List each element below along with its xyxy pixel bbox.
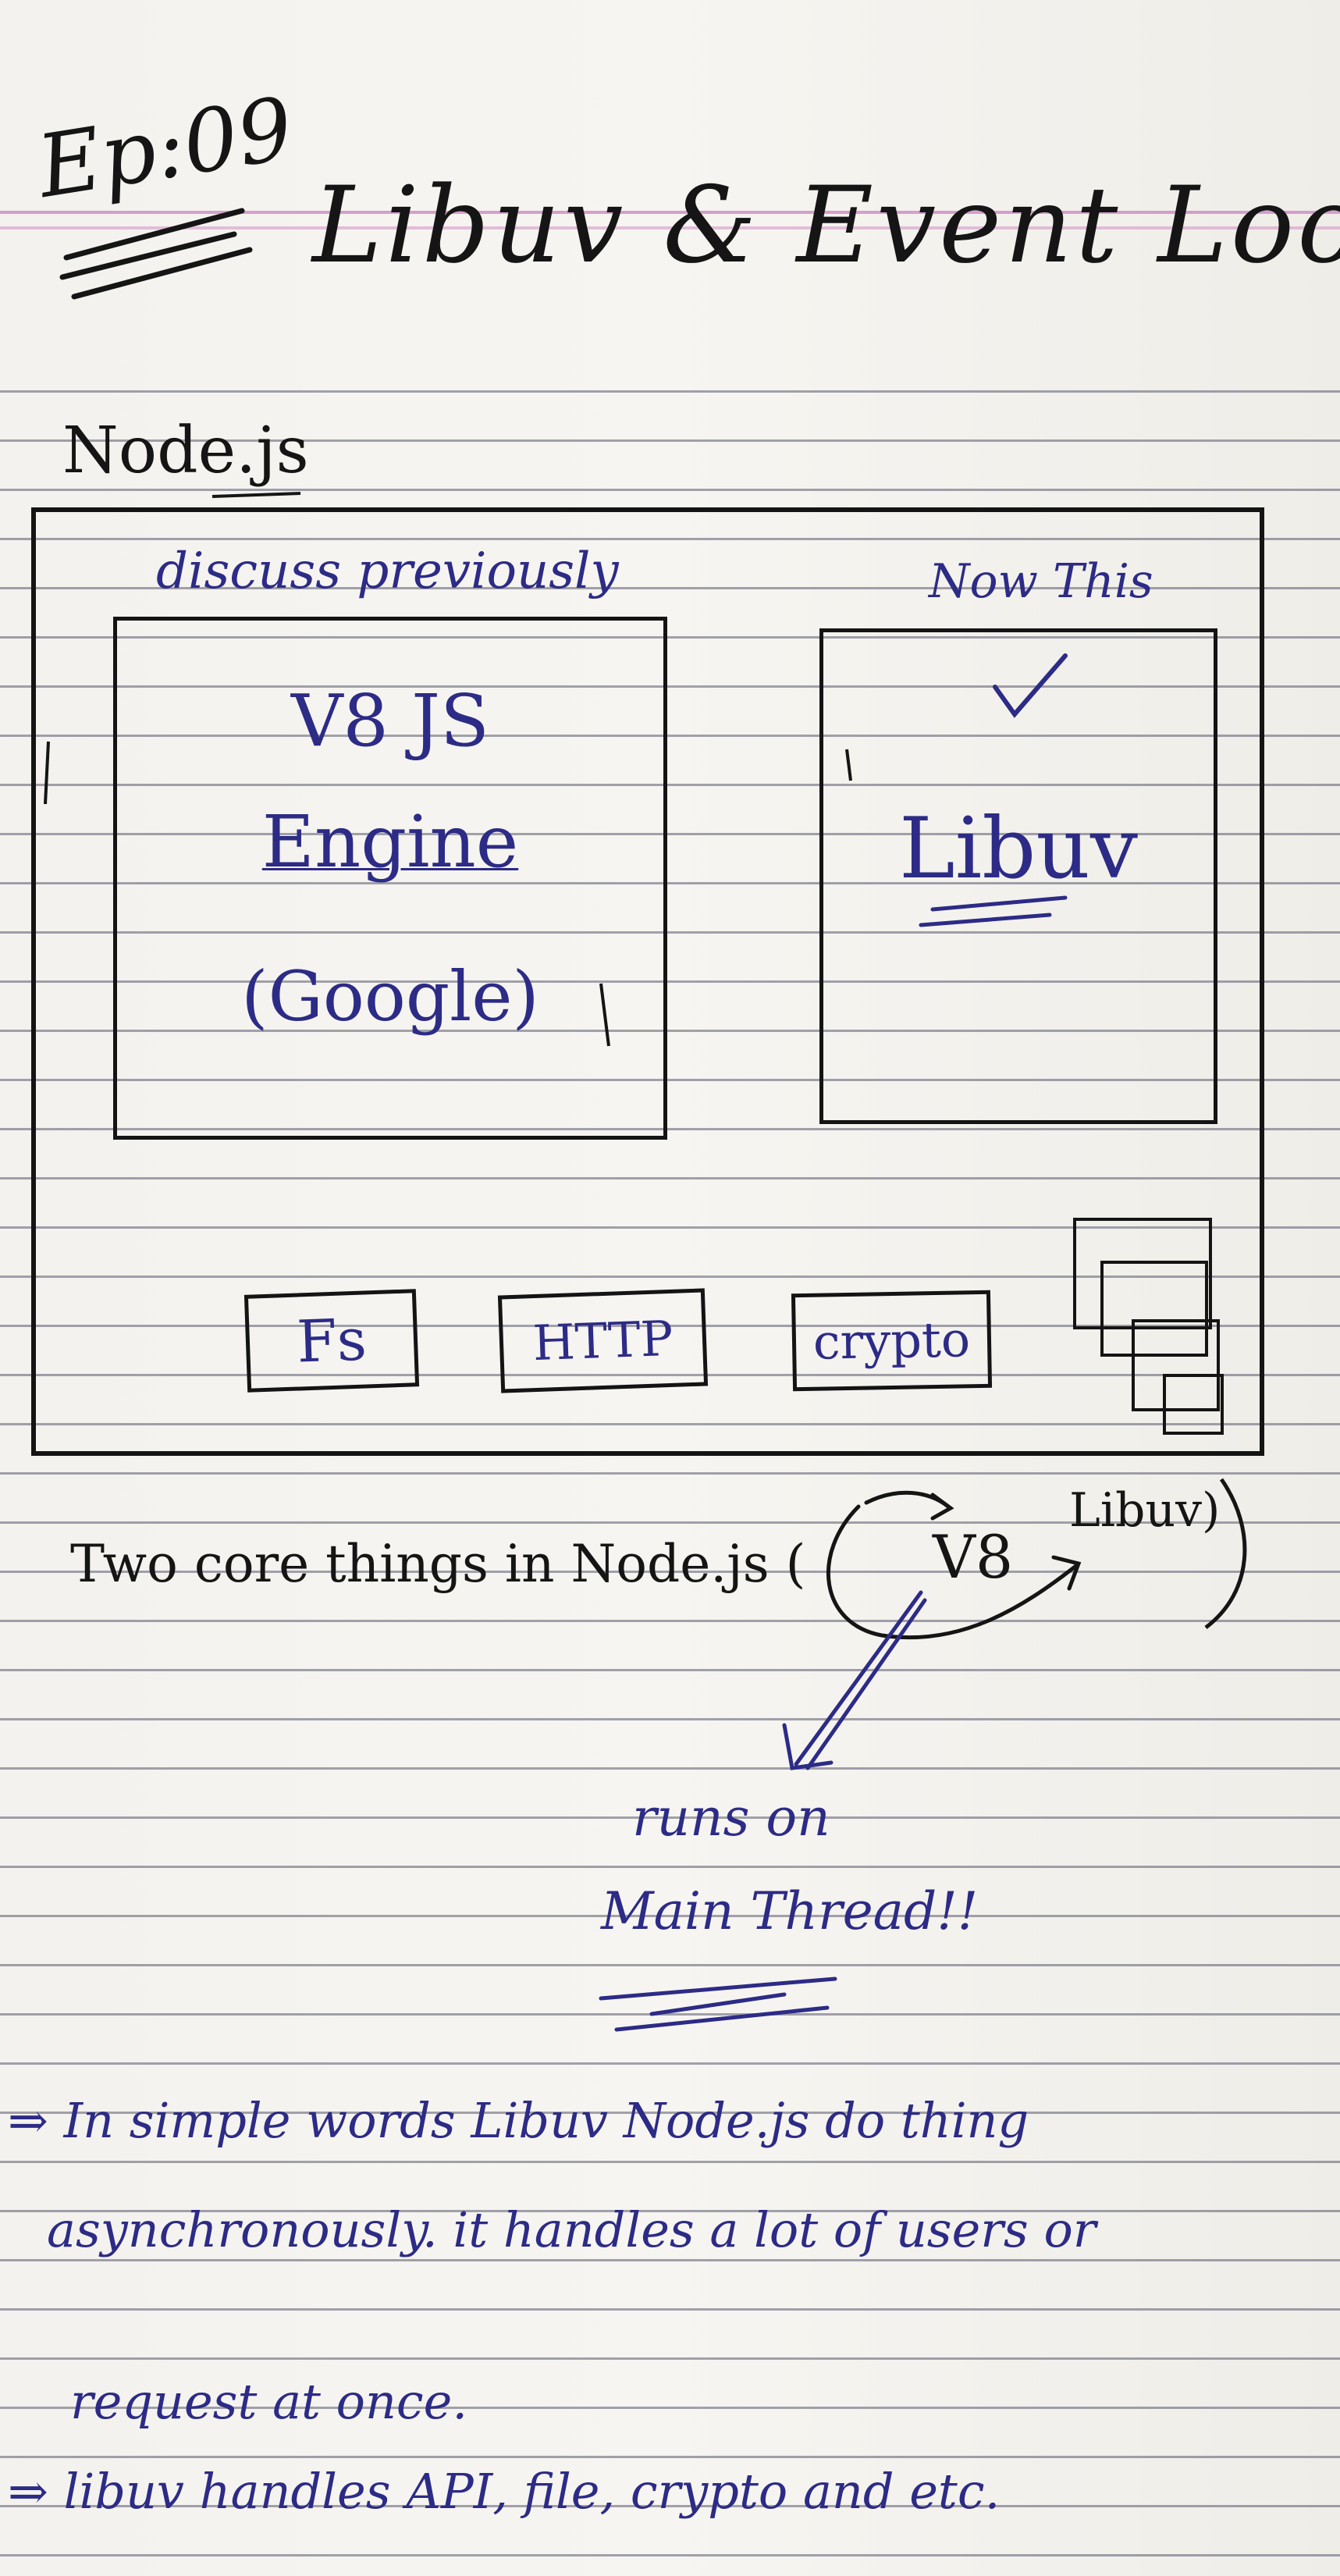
episode-underline-strokes bbox=[59, 208, 253, 300]
stacked-modules-icon-layer bbox=[1163, 1374, 1224, 1435]
runs-on-note: runs on bbox=[632, 1788, 830, 1848]
header-rule-secondary bbox=[0, 226, 1340, 229]
v8-engine-label-engine: Engine bbox=[261, 800, 519, 884]
module-crypto-box: crypto bbox=[791, 1290, 993, 1392]
discussed-previously-note: discuss previously bbox=[156, 543, 619, 600]
module-http-box: HTTP bbox=[497, 1288, 709, 1393]
core-v8-label: V8 bbox=[933, 1522, 1014, 1592]
core-libuv-label: Libuv) bbox=[1069, 1483, 1221, 1538]
now-this-note: Now This bbox=[929, 554, 1153, 609]
module-fs-box: Fs bbox=[243, 1289, 420, 1393]
libuv-box bbox=[819, 628, 1217, 1124]
v8-engine-box bbox=[113, 617, 667, 1140]
header-rule bbox=[0, 211, 1340, 214]
stacked-modules-icon-layer bbox=[1100, 1261, 1208, 1357]
stacked-modules-icon bbox=[1073, 1218, 1212, 1329]
note-line-3: request at once. bbox=[70, 2373, 468, 2430]
note-line-4: ⇒ libuv handles API, file, crypto and et… bbox=[8, 2463, 1001, 2520]
libuv-label: Libuv bbox=[899, 800, 1138, 898]
main-thread-underline-strokes bbox=[599, 1976, 837, 2032]
stacked-modules-icon-layer bbox=[1132, 1319, 1220, 1411]
episode-label: Ep:09 bbox=[30, 78, 300, 217]
page-title: Libuv & Event Loop ! bbox=[312, 164, 1340, 286]
note-line-2: asynchronously. it handles a lot of user… bbox=[47, 2201, 1097, 2258]
nodejs-box bbox=[31, 507, 1264, 1456]
nodejs-heading: Node.js bbox=[62, 414, 309, 488]
main-thread-note: Main Thread!! bbox=[601, 1881, 979, 1941]
v8-engine-label: V8 JS bbox=[290, 679, 490, 763]
runs-on-arrow bbox=[782, 1590, 927, 1770]
v8-engine-label-google: (Google) bbox=[241, 956, 539, 1037]
note-line-1: ⇒ In simple words Libuv Node.js do thing bbox=[8, 2092, 1029, 2149]
core-things-sentence: Two core things in Node.js ( bbox=[70, 1534, 806, 1594]
nodejs-heading-underline bbox=[211, 492, 301, 498]
